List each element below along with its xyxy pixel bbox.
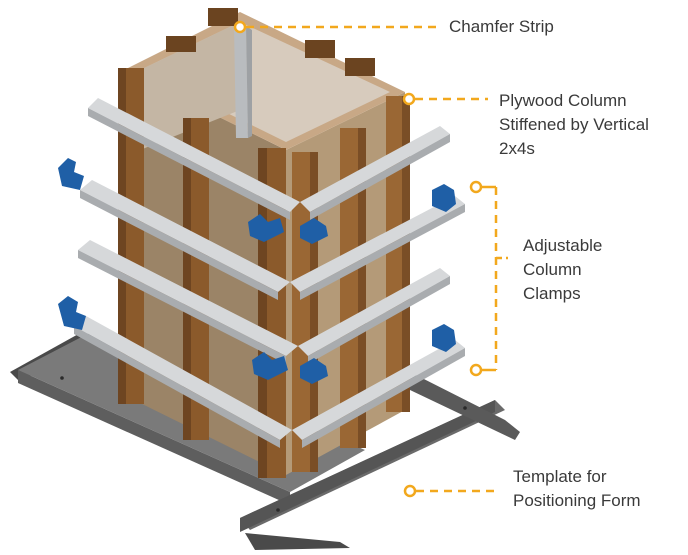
stud-top bbox=[166, 36, 196, 52]
clamp-wedge bbox=[300, 218, 328, 244]
clamps-leader-dot-bottom bbox=[469, 363, 483, 377]
clamp-bar-left bbox=[74, 316, 292, 440]
clamp-wedge bbox=[248, 214, 284, 242]
clamp-wedge bbox=[300, 358, 328, 384]
clamp-bars bbox=[74, 98, 465, 448]
clamp-bar-left bbox=[80, 180, 290, 292]
template-bolt bbox=[60, 376, 64, 380]
clamp-bar-right bbox=[290, 196, 465, 292]
clamp-bar-right-edge bbox=[300, 204, 465, 300]
clamp-bar-left-edge bbox=[88, 108, 290, 220]
template-label: Template for Positioning Form bbox=[513, 467, 641, 510]
template-bolt bbox=[463, 406, 467, 410]
clamp-bar-left-edge bbox=[80, 190, 278, 300]
callouts bbox=[233, 20, 508, 498]
clamp-bar-left-edge bbox=[74, 326, 280, 448]
clamp-bar-right-edge bbox=[302, 348, 465, 448]
template-plank-right bbox=[410, 372, 520, 440]
plywood-column-label: Plywood Column Stiffened by Vertical 2x4… bbox=[499, 91, 649, 158]
clamp-bar-left bbox=[88, 98, 300, 212]
stud-right-2-shade bbox=[358, 128, 366, 448]
template-plank-left bbox=[18, 370, 290, 505]
stud-right-1-shade bbox=[310, 152, 318, 472]
stud-top bbox=[208, 8, 238, 26]
template-bolt bbox=[276, 508, 280, 512]
template-plank-front-top bbox=[240, 400, 495, 532]
clamp-bar-left-edge bbox=[78, 250, 286, 364]
stud-top bbox=[345, 58, 375, 76]
chamfer-leader-dot bbox=[233, 20, 247, 34]
clamp-wedge bbox=[252, 352, 288, 380]
chamfer-strip-label: Chamfer Strip bbox=[449, 17, 554, 36]
clamps-leader-dot-top bbox=[469, 180, 483, 194]
plywood-leader-dot bbox=[402, 92, 416, 106]
chamfer-strip-shade bbox=[246, 26, 252, 138]
clamp-bar-right bbox=[292, 340, 465, 440]
clamp-wedge bbox=[432, 324, 456, 352]
stud-left-1-shade bbox=[118, 68, 126, 404]
template-plank-bottom bbox=[245, 533, 350, 550]
clamp-wedge bbox=[58, 158, 84, 190]
clamp-bar-right bbox=[298, 268, 450, 356]
template-leader-dot bbox=[403, 484, 417, 498]
clamp-wedges bbox=[58, 158, 456, 384]
chamfer-strip bbox=[234, 26, 248, 138]
clamp-bar-left bbox=[78, 240, 298, 356]
clamp-wedge bbox=[58, 296, 86, 330]
clamp-bar-right-edge bbox=[308, 276, 450, 364]
stud-left-2-shade bbox=[183, 118, 191, 440]
stud-left-3-shade bbox=[258, 148, 267, 478]
plywood-inner-back-wall bbox=[140, 22, 240, 150]
clamp-bar-right bbox=[300, 126, 450, 212]
column-clamps-label: Adjustable Column Clamps bbox=[523, 236, 603, 303]
clamp-bar-right-edge bbox=[310, 134, 450, 220]
stud-right-3-shade bbox=[402, 96, 410, 412]
stud-top bbox=[305, 40, 335, 58]
clamp-wedge bbox=[432, 184, 456, 212]
